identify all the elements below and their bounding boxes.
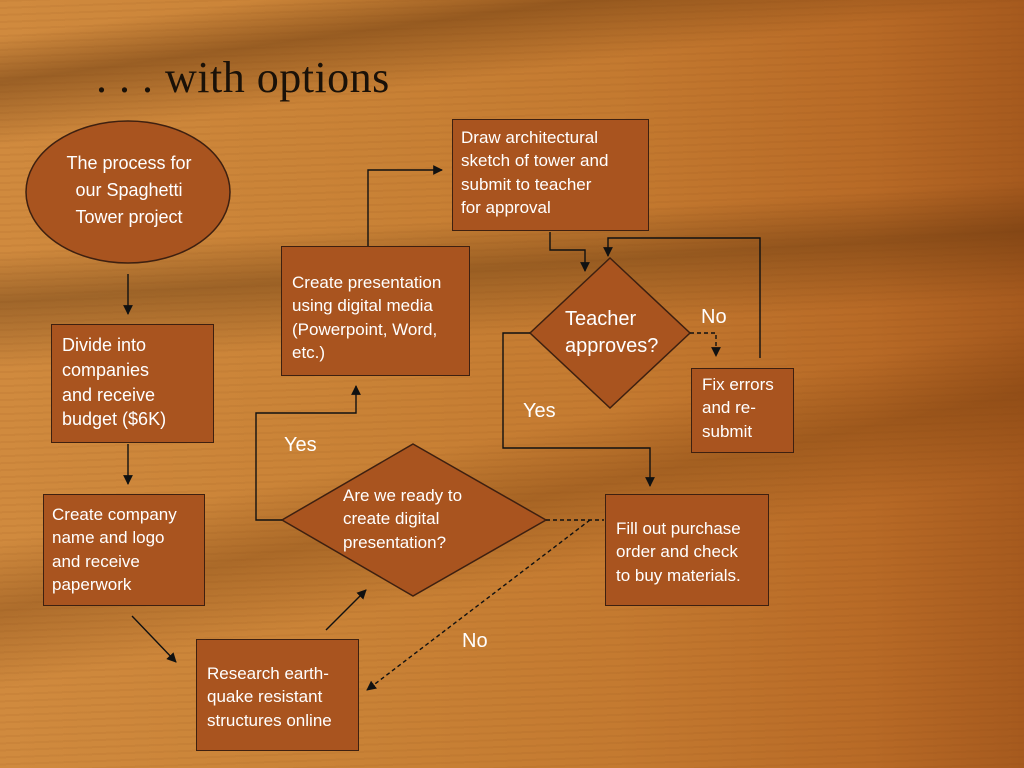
start-ellipse	[25, 120, 231, 264]
label-ready-no: No	[462, 630, 488, 652]
edge-ready-presentation	[255, 385, 361, 521]
node-research: Research earth- quake resistant structur…	[196, 639, 359, 751]
slide-title: . . . with options	[96, 53, 390, 102]
label-approve-yes: Yes	[523, 400, 556, 422]
node-divide: Divide into companies and receive budget…	[51, 324, 214, 443]
node-purchase: Fill out purchase order and check to buy…	[605, 494, 769, 606]
label-ready-yes: Yes	[284, 434, 317, 456]
edge-company-research	[131, 615, 177, 663]
edge-research-ready	[325, 589, 367, 631]
ready-diamond	[280, 443, 548, 597]
approves-diamond	[528, 256, 692, 410]
edge-approves-purchase	[502, 332, 655, 487]
node-company: Create company name and logo and receive…	[43, 494, 205, 606]
edge-fix-approves	[603, 237, 761, 358]
edge-approves-fix	[690, 332, 721, 357]
node-sketch: Draw architectural sketch of tower and s…	[452, 119, 649, 231]
edge-sketch-approves	[549, 232, 590, 272]
label-approve-no: No	[701, 306, 727, 328]
edge-ready-research-no	[366, 519, 591, 691]
node-ready: Are we ready to create digital presentat…	[343, 486, 463, 552]
node-start: The process for our Spaghetti Tower proj…	[66, 153, 192, 227]
node-fix: Fix errors and re- submit	[691, 368, 794, 453]
node-presentation: Create presentation using digital media …	[281, 246, 470, 376]
node-approves: Teacher approves?	[565, 308, 659, 357]
edge-presentation-sketch	[367, 165, 443, 246]
